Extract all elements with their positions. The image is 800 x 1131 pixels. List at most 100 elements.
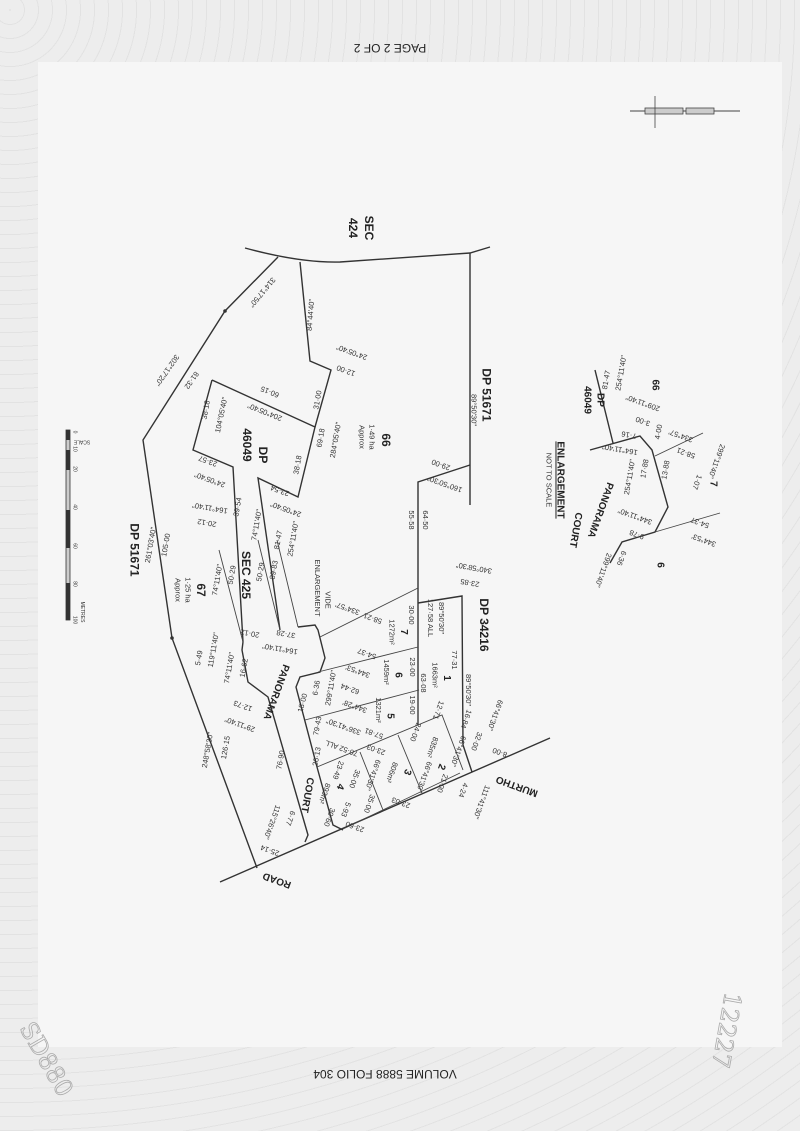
street-name: PANORAMA <box>261 663 291 721</box>
dimension-label: 5·49 <box>193 650 204 666</box>
lot-number: 6 <box>654 562 665 568</box>
lot-number: 6 <box>392 672 403 678</box>
scale-tick: 100 <box>72 616 78 625</box>
dimension-label: 24·00 <box>408 722 423 743</box>
dimension-label: 111°41'30" <box>471 784 492 820</box>
dimension-label: 209°11'40" <box>624 393 661 414</box>
parcel-labels: SEC 424 DP 51671 DP 51671 DP 46049 SEC 4… <box>128 216 540 890</box>
dimension-label: 64·50 <box>421 510 430 529</box>
enlargement-title: ENLARGEMENT <box>554 441 565 518</box>
dimension-label: 66°41'30" <box>414 760 434 794</box>
dimension-label: 77·31 <box>450 650 459 669</box>
section-label: SEC 425 <box>239 551 253 599</box>
dimension-label: 344°53' <box>344 662 371 679</box>
dimension-label: 74°11'40" <box>210 563 224 596</box>
dimension-label: 17·88 <box>638 458 650 478</box>
dimension-label: 12·00 <box>335 363 356 378</box>
section-label: SEC <box>362 216 376 241</box>
dp34216-boundary <box>417 595 473 773</box>
dimension-label: 26·13 <box>311 746 323 766</box>
dimension-label: 30·00 <box>407 605 416 624</box>
dimension-label: 58·21 <box>675 446 696 461</box>
lot-number: 7 <box>707 481 718 487</box>
dimension-label: 12·73 <box>232 698 253 713</box>
lot-number: 67 <box>194 583 208 597</box>
dimension-label: 76·90 <box>274 750 286 770</box>
dimension-label: 160°50'30" <box>426 474 463 495</box>
dimension-label: 314°17'50" <box>247 276 277 310</box>
dimension-label: 13·88 <box>659 460 671 480</box>
scale-tick: 20 <box>72 466 78 472</box>
lot-area: 1663m² <box>431 662 440 688</box>
dp-label: 46049 <box>581 386 592 414</box>
page-number: PAGE 2 OF 2 <box>353 41 426 55</box>
dp-label: DP 34216 <box>477 598 491 651</box>
dimension-label: 58·21 <box>362 611 383 626</box>
dimension-label: 8·00 <box>491 746 508 760</box>
scale-tick: 40 <box>72 504 78 510</box>
dimension-label: 23·00 <box>408 657 417 676</box>
dp-label: DP <box>256 447 270 464</box>
survey-mark <box>170 636 174 640</box>
dimension-label: 284°05'40" <box>328 421 343 459</box>
vide-note: ENLARGEMENT <box>313 559 322 617</box>
dimension-label: 299°11'40" <box>706 443 727 480</box>
dimension-label: 81·47 <box>600 370 612 390</box>
lot-number: 66 <box>379 433 393 447</box>
dimension-label: 25·14 <box>259 843 280 858</box>
dimension-label: 66°41'30" <box>363 758 383 792</box>
dimension-label: 115°26'40" <box>262 804 283 841</box>
dimension-label: 6·77 <box>284 810 298 827</box>
dimension-label: 32·00 <box>469 731 484 752</box>
enlargement-detail <box>589 369 669 564</box>
dimension-label: 38·18 <box>200 400 212 420</box>
dimension-label: 3·00 <box>634 415 651 429</box>
dimension-label: 31·00 <box>311 390 323 410</box>
lot-number: 66 <box>649 379 660 391</box>
dimension-label: 20·12 <box>197 517 217 529</box>
street-name: MURTHO <box>494 773 539 798</box>
dimension-label: 23·03 <box>365 742 386 757</box>
survey-mark <box>223 309 227 313</box>
sec425-strip <box>218 539 299 643</box>
dimension-label: 6·36 <box>310 680 321 696</box>
dimension-label: 30·60 <box>322 807 337 828</box>
dimension-label: 104°05'40" <box>213 396 229 434</box>
dimension-label: 340°58'30" <box>455 560 493 575</box>
dimension-label: 16·84 <box>459 708 474 729</box>
dimension-label: 29·00 <box>430 457 451 472</box>
dp-label: DP <box>594 393 605 407</box>
scale-title: SCALE <box>73 439 90 445</box>
dp46049-parcel <box>192 379 316 643</box>
dimension-labels: 89°50'30"60·15204°05'40"104°05'40"38·188… <box>143 276 509 858</box>
dimension-label: 69·18 <box>314 428 326 448</box>
dimension-label: 38·18 <box>291 455 303 475</box>
scale-tick: 80 <box>72 581 78 587</box>
dimension-label: 89·83 <box>268 560 280 580</box>
dimension-label: 24°05'40" <box>269 499 303 519</box>
dimension-label: 334°57' <box>334 600 361 617</box>
lot-number: 3 <box>401 767 413 776</box>
sec-424-boundary <box>244 246 491 263</box>
enlargement-note: NOT TO SCALE <box>544 453 553 508</box>
dimension-label: 299°11'40" <box>323 669 338 706</box>
scale-tick: 0 <box>72 431 78 434</box>
dimension-label: 63·08 <box>419 673 428 692</box>
dimension-label: 55·58 <box>407 510 416 529</box>
dimension-label: 254°11'40" <box>285 520 300 557</box>
enlargement-lot-lines <box>654 432 721 533</box>
dimension-label: 57·81 <box>363 726 384 741</box>
street-name: ROAD <box>261 870 292 890</box>
handwritten-stamp: SD880 <box>14 1017 79 1102</box>
dimension-label: 23·49 <box>331 760 346 781</box>
scale-bar: SCALE 0 10 20 40 60 80 100 METRES <box>65 429 90 625</box>
scale-unit: METRES <box>79 602 85 624</box>
dimension-label: 334°57' <box>667 427 694 444</box>
dimension-label: 344°11'40" <box>616 506 653 527</box>
dimension-label: 23·60 <box>344 819 365 834</box>
lot-area: 1·25 ha <box>184 577 193 603</box>
scale-tick: 10 <box>72 446 78 452</box>
panorama-court-road <box>241 624 344 843</box>
